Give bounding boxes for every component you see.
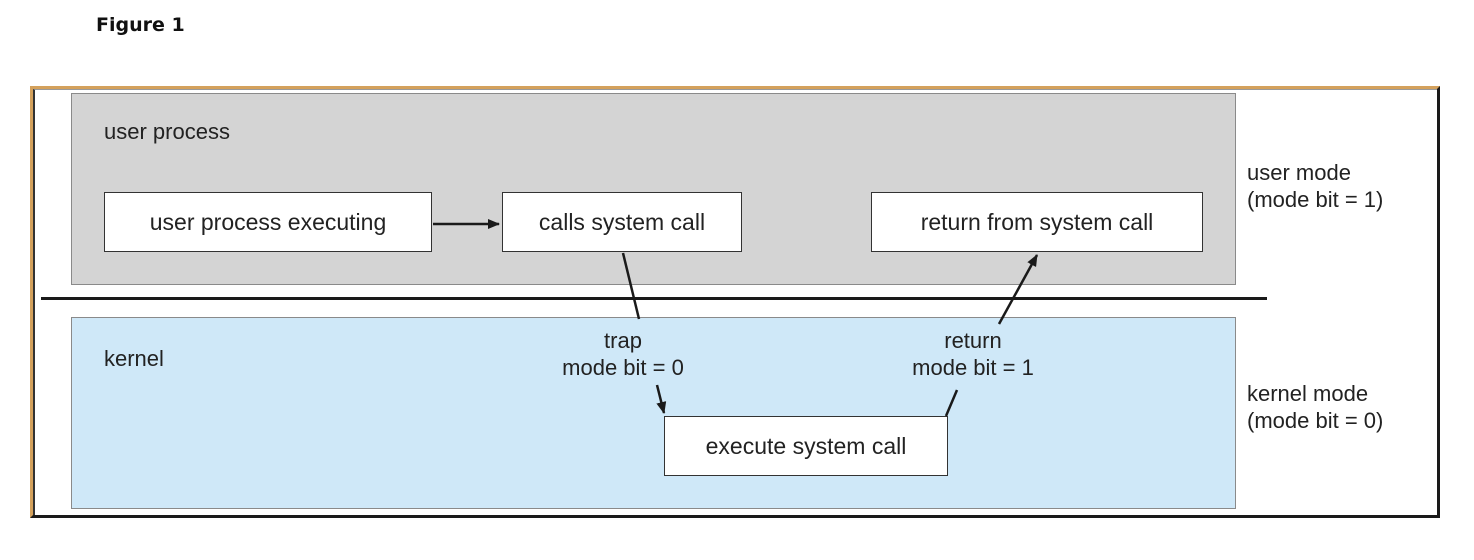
- user-process-label: user process: [104, 119, 230, 144]
- user-process-executing-text: user process executing: [149, 208, 387, 235]
- mode-divider-line: [41, 297, 1267, 300]
- return-transition-label: return mode bit = 1: [893, 327, 1053, 381]
- return-mode-bit-text: mode bit = 1: [912, 355, 1034, 380]
- user-mode-bit-text: (mode bit = 1): [1247, 187, 1384, 212]
- kernel-label: kernel: [104, 346, 164, 371]
- execute-system-call-box: execute system call: [664, 416, 948, 476]
- diagram-frame: user process kernel user process executi…: [30, 86, 1440, 518]
- user-mode-label: user mode (mode bit = 1): [1247, 159, 1383, 213]
- trap-text: trap: [604, 328, 642, 353]
- trap-mode-bit-text: mode bit = 0: [562, 355, 684, 380]
- kernel-mode-bit-text: (mode bit = 0): [1247, 408, 1384, 433]
- figure-caption: Figure 1: [96, 14, 185, 36]
- user-mode-text: user mode: [1247, 160, 1351, 185]
- kernel-mode-label: kernel mode (mode bit = 0): [1247, 380, 1383, 434]
- user-process-executing-box: user process executing: [104, 192, 432, 252]
- execute-system-call-text: execute system call: [705, 432, 907, 459]
- kernel-mode-text: kernel mode: [1247, 381, 1369, 406]
- calls-system-call-box: calls system call: [502, 192, 742, 252]
- kernel-region: [71, 317, 1236, 509]
- return-from-system-call-box: return from system call: [871, 192, 1203, 252]
- trap-transition-label: trap mode bit = 0: [553, 327, 693, 381]
- return-text: return: [944, 328, 1002, 353]
- calls-system-call-text: calls system call: [538, 208, 706, 235]
- user-process-region: [71, 93, 1236, 285]
- frame-inner-border: [33, 89, 1437, 515]
- return-from-system-call-text: return from system call: [920, 208, 1154, 235]
